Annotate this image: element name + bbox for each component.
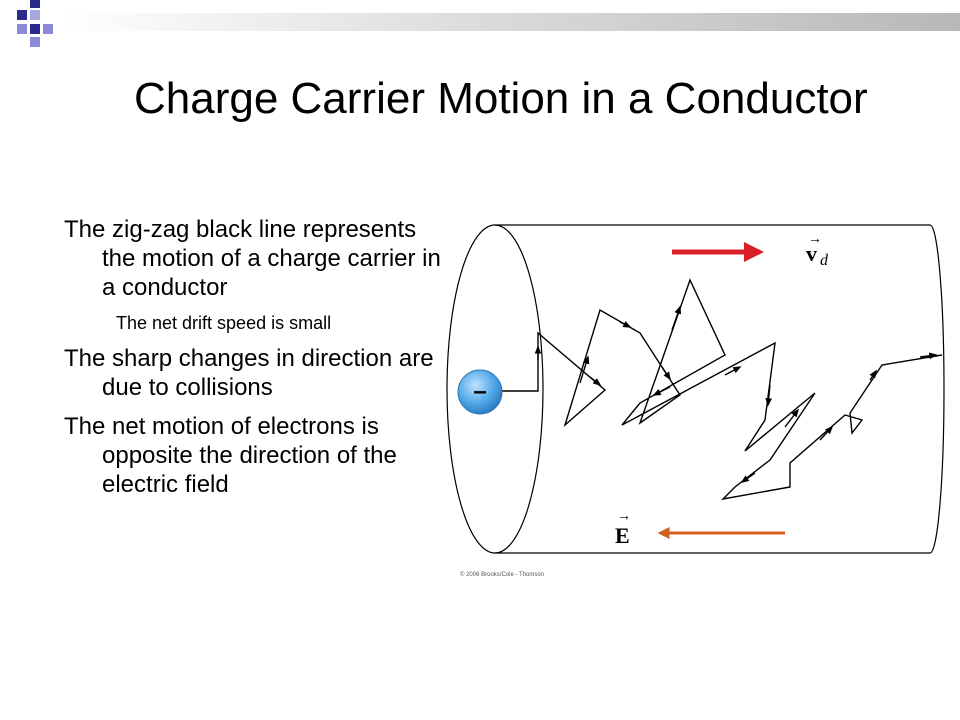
path-arrowheads bbox=[534, 305, 938, 483]
conductor-cylinder bbox=[446, 224, 945, 554]
cylinder-back-edge bbox=[929, 224, 945, 554]
accent-square bbox=[30, 10, 40, 20]
electron: – bbox=[457, 369, 503, 415]
bullet-text: The zig-zag black line represents the mo… bbox=[64, 216, 441, 301]
drift-velocity-arrow: → v d bbox=[672, 232, 829, 269]
conductor-figure: → v d → E – bbox=[446, 224, 945, 554]
accent-square bbox=[17, 24, 27, 34]
bullet-item: The zig-zag black line represents the mo… bbox=[64, 215, 444, 302]
accent-square bbox=[30, 0, 40, 8]
charge-carrier-path bbox=[500, 278, 943, 501]
accent-square bbox=[17, 10, 27, 20]
drift-velocity-label: v bbox=[806, 241, 817, 266]
electron-charge-label: – bbox=[473, 378, 486, 405]
header-bar bbox=[60, 13, 960, 31]
bullet-list: The zig-zag black line represents the mo… bbox=[64, 215, 444, 509]
sub-bullet-item: The net drift speed is small bbox=[116, 312, 444, 334]
bullet-text: The sharp changes in direction are due t… bbox=[64, 345, 434, 401]
accent-square bbox=[30, 37, 40, 47]
cylinder-front-face bbox=[446, 224, 544, 554]
drift-velocity-subscript: d bbox=[820, 252, 829, 269]
figure-copyright: © 2006 Brooks/Cole - Thomson bbox=[460, 572, 545, 578]
header-decoration bbox=[17, 0, 960, 47]
bullet-text: The net motion of electrons is opposite … bbox=[64, 413, 397, 498]
sub-bullet-text: The net drift speed is small bbox=[116, 313, 332, 333]
drift-velocity-arrow-mark: → bbox=[808, 232, 822, 247]
accent-square bbox=[43, 24, 53, 34]
bullet-item: The sharp changes in direction are due t… bbox=[64, 344, 444, 402]
electric-field-label: E bbox=[615, 523, 630, 548]
bullet-item: The net motion of electrons is opposite … bbox=[64, 412, 444, 499]
slide-title: Charge Carrier Motion in a Conductor bbox=[134, 74, 868, 123]
electric-field-arrow: → E bbox=[615, 509, 785, 548]
accent-square bbox=[30, 24, 40, 34]
electric-field-arrow-mark: → bbox=[617, 509, 631, 524]
